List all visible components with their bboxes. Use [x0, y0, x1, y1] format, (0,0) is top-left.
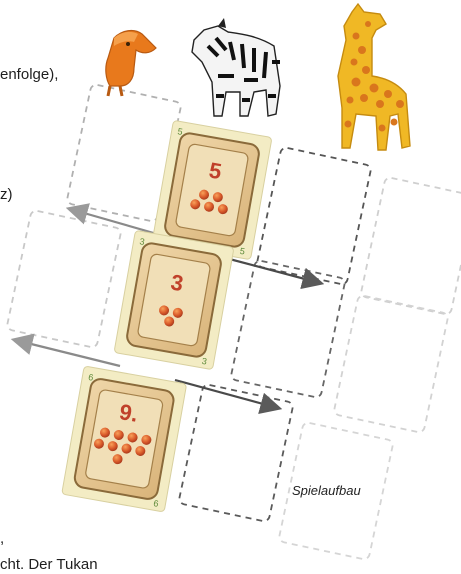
empty-slot [230, 259, 346, 399]
text-fragment-4: cht. Der Tukan [0, 556, 98, 573]
apple [164, 316, 175, 327]
empty-slot [256, 146, 372, 286]
card-corner: 3 [139, 236, 146, 247]
empty-slot [178, 383, 294, 523]
apple [212, 192, 223, 203]
apple [172, 307, 183, 318]
apple [127, 432, 138, 443]
apple [113, 430, 124, 441]
apple [93, 438, 104, 449]
apple [112, 454, 123, 465]
apple [107, 441, 118, 452]
card-value: 9. [118, 399, 140, 427]
figure-caption: Spielaufbau [292, 483, 361, 498]
card-corner: 6 [153, 498, 160, 509]
apple-group [190, 189, 228, 215]
card-value: 3 [169, 269, 185, 296]
arrow-left [10, 333, 121, 368]
apple [135, 446, 146, 457]
text-fragment-1: enfolge), [0, 66, 59, 83]
apple [204, 201, 215, 212]
apple-group [159, 305, 183, 327]
apple [99, 427, 110, 438]
arrow-right [217, 254, 325, 290]
card-corner: 3 [201, 356, 208, 367]
apple [190, 199, 201, 210]
card-corner: 5 [177, 126, 184, 137]
number-card-9: 9. 6 6 [61, 366, 187, 512]
card-corner: 5 [239, 246, 246, 257]
text-fragment-2: z) [0, 186, 13, 203]
apple [159, 305, 170, 316]
empty-slot [278, 421, 394, 561]
card-value: 5 [207, 157, 223, 184]
card-corner: 6 [88, 372, 95, 383]
text-fragment-3: , [0, 530, 5, 547]
apple [141, 434, 152, 445]
apple-group [93, 427, 152, 465]
number-card-5: 5 5 5 [152, 120, 272, 260]
empty-slot [6, 209, 122, 349]
number-card-3: 3 3 3 [114, 230, 234, 370]
empty-slot [360, 176, 461, 316]
arrow-right [174, 378, 283, 414]
arrows [10, 203, 325, 414]
zebra-figure [191, 18, 281, 117]
giraffe-figure [337, 2, 411, 151]
apple [217, 204, 228, 215]
apple [121, 443, 132, 454]
empty-slots [6, 83, 461, 561]
apple [199, 189, 210, 200]
tukan-figure [105, 29, 157, 97]
empty-slot [333, 294, 449, 434]
